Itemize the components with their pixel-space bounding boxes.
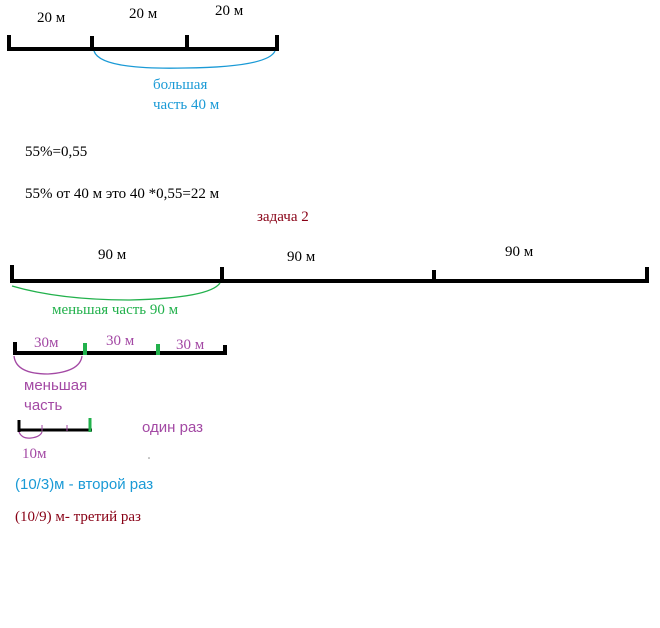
segment-diagram-4 [17,418,92,432]
segment-diagram-2 [10,265,649,283]
brace-label-smaller-line2: часть [24,397,63,414]
segment-diagram-1 [7,35,279,51]
label-once: один раз [142,419,203,436]
brace-smaller-part-30 [13,355,83,375]
task2-title: задача 2 [257,209,309,225]
segment-label-30m-1: 30м [34,335,59,351]
label-10m: 10м [22,446,47,462]
brace-larger-part [93,50,276,69]
result-third-time: (10/9) м- третий раз [15,509,141,525]
segment-label-30m-3: 30 м [176,337,205,353]
segment-label-30m-2: 30 м [106,333,135,349]
brace-label-larger-line2: часть 40 м [153,97,220,113]
brace-label-larger-line1: большая [153,77,208,93]
segment-diagram-3 [13,342,227,355]
brace-label-smaller-90: меньшая часть 90 м [52,302,179,318]
dot [148,457,150,459]
segment-label-20m-2: 20 м [129,6,158,22]
result-second-time: (10/3)м - второй раз [15,476,154,493]
calc-line-2: 55% от 40 м это 40 *0,55=22 м [25,186,220,202]
segment-label-90m-3: 90 м [505,244,534,260]
segment-label-20m-3: 20 м [215,3,244,19]
segment-label-20m-1: 20 м [37,10,66,26]
brace-smaller-part-90 [11,282,221,301]
brace-10m [18,431,43,439]
brace-label-smaller-line1: меньшая [24,377,88,394]
segment-label-90m-1: 90 м [98,247,127,263]
segment-label-90m-2: 90 м [287,249,316,265]
calc-line-1: 55%=0,55 [25,144,88,160]
